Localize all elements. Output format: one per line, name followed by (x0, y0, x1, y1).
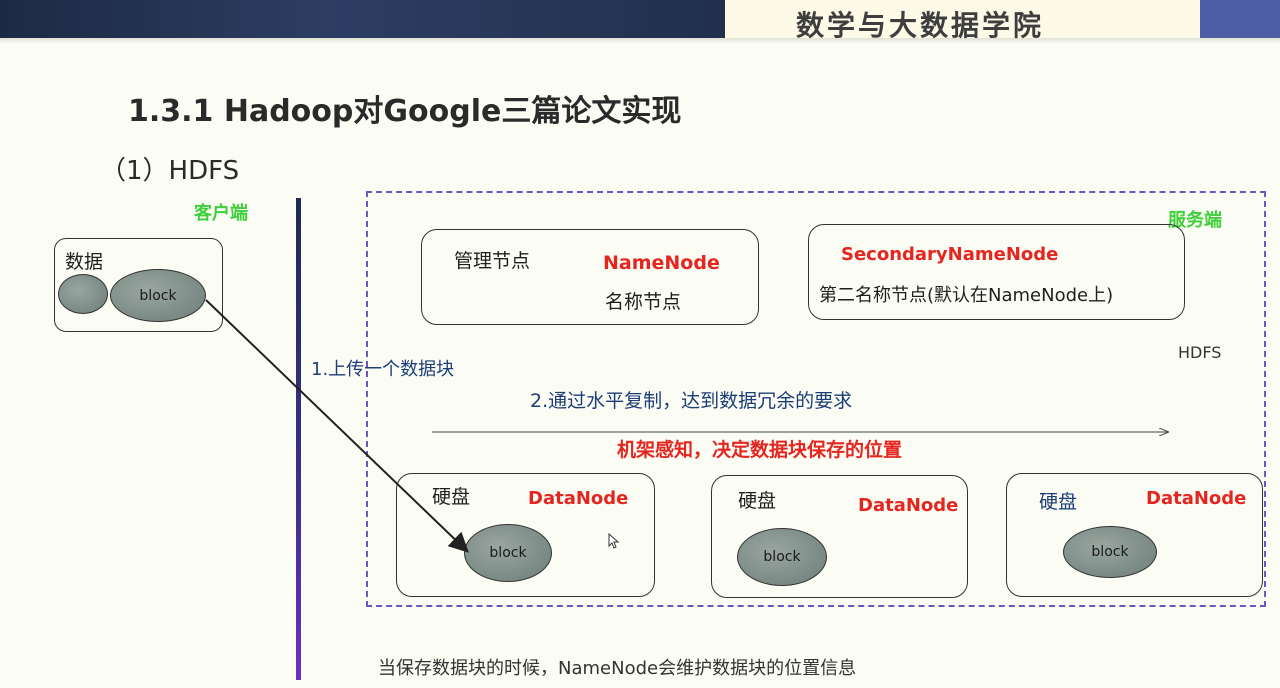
datanode-3-title: DataNode (1146, 488, 1247, 509)
namenode-manage-label: 管理节点 (454, 250, 531, 272)
datanode-2-disk-label: 硬盘 (738, 490, 777, 512)
mouse-cursor-icon (608, 532, 620, 549)
school-name: 数学与大数据学院 (796, 9, 1045, 42)
client-small-chunk (58, 274, 108, 314)
secondary-namenode-desc: 第二名称节点(默认在NameNode上) (819, 285, 1114, 306)
datanode-box-1: 硬盘 DataNode block (396, 473, 655, 597)
datanode-1-disk-label: 硬盘 (432, 486, 471, 508)
client-data-label: 数据 (65, 251, 104, 273)
datanode-2-block-label: block (763, 549, 801, 565)
upload-arrow (205, 299, 469, 553)
server-frame (366, 191, 1266, 607)
datanode-1-block: block (464, 524, 552, 582)
secondary-namenode-title: SecondaryNameNode (841, 244, 1059, 265)
step-replicate-text: 2.通过水平复制，达到数据冗余的要求 (530, 390, 853, 412)
datanode-2-block: block (737, 528, 827, 586)
datanode-box-3: 硬盘 DataNode block (1006, 473, 1263, 597)
slide-title: 1.3.1 Hadoop对Google三篇论文实现 (128, 94, 682, 129)
footer-note: 当保存数据块的时候，NameNode会维护数据块的位置信息 (378, 658, 857, 679)
slide-subtitle: （1）HDFS (100, 156, 240, 186)
client-block-label: block (139, 287, 177, 304)
datanode-3-block-label: block (1091, 544, 1129, 560)
namenode-box: 管理节点 NameNode 名称节点 (421, 229, 759, 325)
namenode-title: NameNode (603, 252, 720, 274)
banner-blue-corner (1200, 0, 1280, 38)
hdfs-label: HDFS (1178, 343, 1222, 362)
datanode-3-disk-label: 硬盘 (1039, 491, 1078, 513)
namenode-name-label: 名称节点 (605, 291, 682, 313)
client-label: 客户端 (194, 203, 248, 224)
client-server-divider (296, 198, 301, 680)
banner-dark-band (0, 0, 725, 38)
datanode-3-block: block (1063, 526, 1157, 578)
secondary-namenode-box: SecondaryNameNode 第二名称节点(默认在NameNode上) (808, 224, 1185, 320)
datanode-box-2: 硬盘 DataNode block (711, 475, 968, 598)
client-block: block (110, 269, 206, 322)
datanode-2-title: DataNode (858, 495, 959, 516)
client-data-box: 数据 block (54, 238, 223, 332)
rack-awareness-text: 机架感知，决定数据块保存的位置 (617, 439, 903, 461)
banner-shadow (0, 38, 1280, 44)
step-upload-text: 1.上传一个数据块 (311, 359, 455, 380)
top-banner: 数学与大数据学院 (0, 0, 1280, 44)
server-label: 服务端 (1168, 210, 1222, 231)
datanode-1-block-label: block (489, 545, 527, 561)
datanode-1-title: DataNode (528, 488, 629, 509)
